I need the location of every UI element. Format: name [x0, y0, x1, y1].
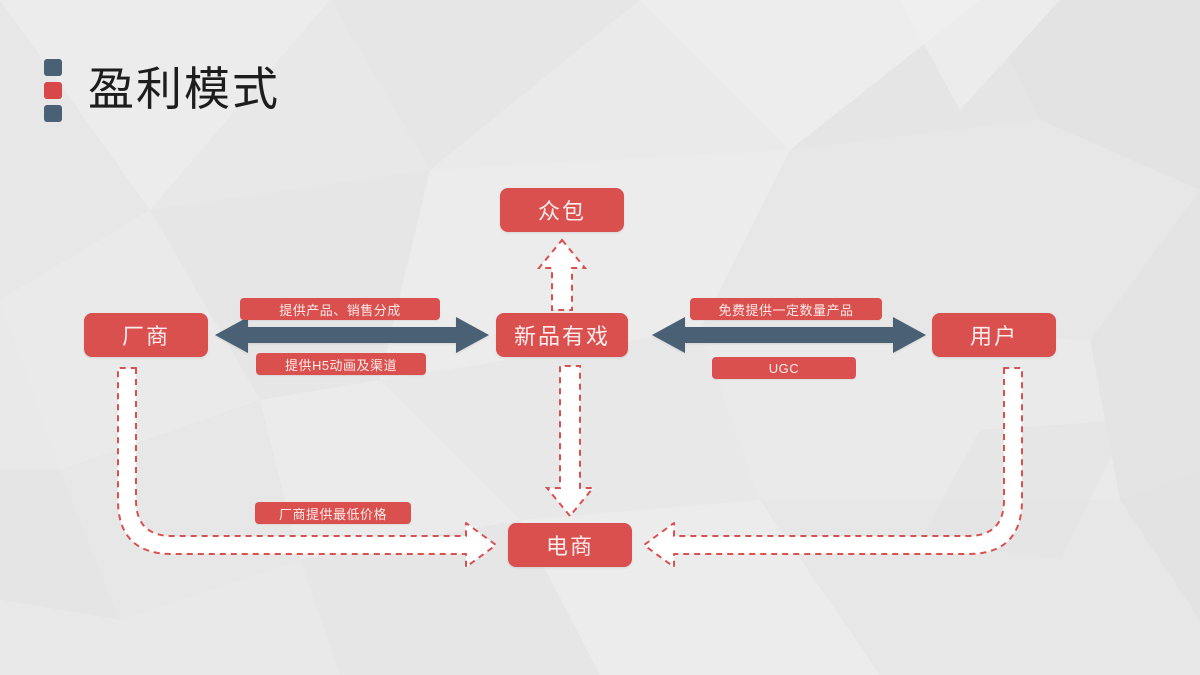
edge-label-lowest-price: 厂商提供最低价格 — [255, 502, 411, 524]
edge-label-supply-product: 提供产品、销售分成 — [240, 298, 440, 320]
arrow-user-to-ecommerce — [643, 367, 1023, 568]
arrow-manufacturer-to-ecommerce — [117, 367, 497, 568]
page-title-block: 盈利模式 — [44, 52, 280, 125]
node-core-product[interactable]: 新品有戏 — [496, 313, 628, 357]
node-user[interactable]: 用户 — [932, 313, 1056, 357]
title-marks — [44, 52, 62, 125]
edge-label-ugc: UGC — [712, 357, 856, 379]
arrow-core-user — [652, 317, 926, 353]
node-crowdsourcing[interactable]: 众包 — [500, 188, 624, 232]
edge-label-h5-channel: 提供H5动画及渠道 — [256, 353, 426, 375]
node-manufacturer[interactable]: 厂商 — [84, 313, 208, 357]
node-ecommerce[interactable]: 电商 — [508, 523, 632, 567]
arrow-manufacturer-core — [215, 317, 489, 353]
title-mark-top — [44, 59, 62, 76]
arrow-core-to-crowdsourcing — [536, 238, 588, 311]
edge-label-free-products: 免费提供一定数量产品 — [690, 298, 882, 320]
page-title: 盈利模式 — [88, 62, 280, 115]
title-mark-middle — [44, 82, 62, 99]
arrow-core-to-ecommerce — [544, 365, 596, 518]
title-mark-bottom — [44, 105, 62, 122]
